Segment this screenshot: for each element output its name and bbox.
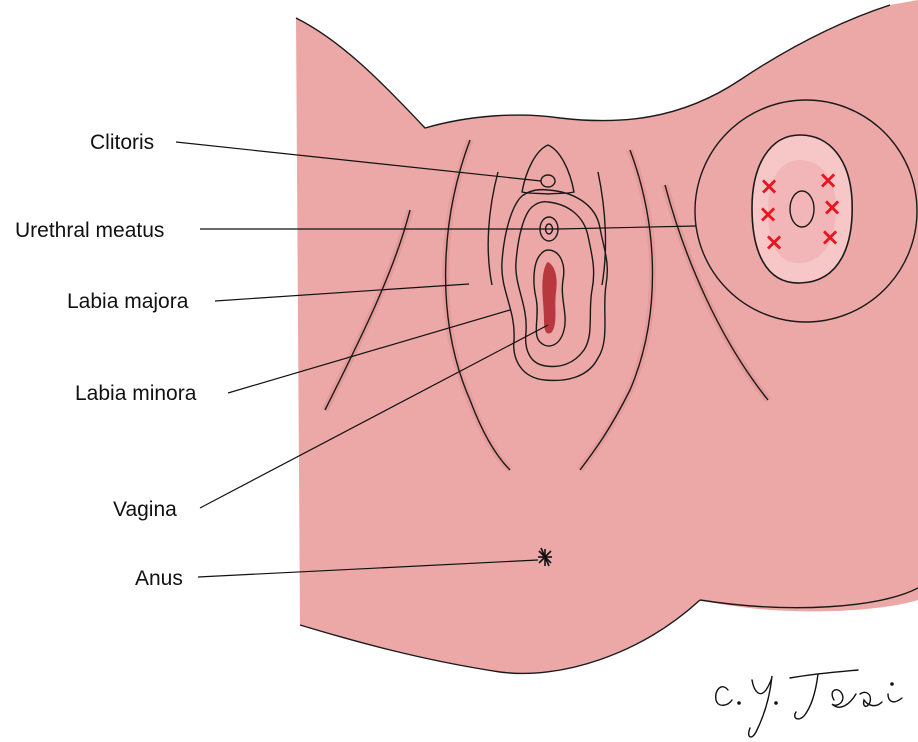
- label-labia-majora: Labia majora: [67, 290, 189, 313]
- inset-x-marker: ×: [764, 228, 784, 256]
- label-anus: Anus: [135, 567, 183, 590]
- label-vagina: Vagina: [113, 498, 177, 521]
- inset-x-marker: ×: [759, 172, 779, 200]
- artist-signature: [716, 670, 902, 737]
- inset-x-marker: ×: [820, 223, 840, 251]
- label-clitoris: Clitoris: [90, 131, 154, 154]
- label-urethral-meatus: Urethral meatus: [15, 219, 164, 242]
- label-labia-minora: Labia minora: [75, 382, 197, 405]
- vaginal-opening-inner: [542, 262, 556, 334]
- inset-x-marker: ×: [822, 193, 842, 221]
- inset-x-marker: ×: [818, 166, 838, 194]
- inset-x-marker: ×: [758, 200, 778, 228]
